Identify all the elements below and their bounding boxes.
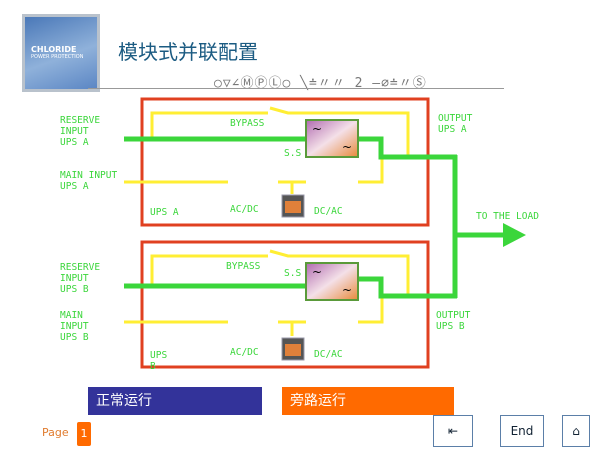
main-input-a-label: UPS A: [60, 181, 89, 192]
page-title: 模块式并联配置: [118, 40, 258, 64]
dcac-label-a: DC/AC: [314, 206, 343, 217]
bypass-switch-a: [269, 106, 410, 156]
normal-operation-button[interactable]: 正常运行: [88, 387, 262, 415]
load-arrow-icon: [503, 223, 526, 247]
logo-text: CHLORIDE: [31, 45, 77, 54]
reserve-input-b-label: UPS B: [60, 284, 89, 295]
inverter-out-b: [358, 296, 384, 324]
bypass-line-a: [150, 111, 268, 139]
logo-subtext: POWER PROTECTION: [31, 54, 84, 60]
ups-b-label: UPS: [150, 350, 167, 361]
acdc-label-b: AC/DC: [230, 347, 259, 358]
main-input-b-label: MAIN: [60, 310, 83, 321]
static-switch-a: [305, 119, 359, 158]
end-button[interactable]: End: [500, 415, 544, 447]
ups-a-frame: [140, 97, 430, 227]
back-button[interactable]: ⇤: [433, 415, 473, 447]
reserve-input-b-label: INPUT: [60, 273, 89, 284]
acdc-label-a: AC/DC: [230, 204, 259, 215]
bypass-label-a: BYPASS: [230, 118, 265, 129]
title-divider: [88, 88, 504, 89]
output-a-label: OUTPUT: [438, 113, 473, 124]
output-b-label: OUTPUT: [436, 310, 471, 321]
sine-icon: ~: [342, 140, 352, 154]
output-path-b: [358, 276, 457, 299]
ups-a-label: UPS A: [150, 207, 179, 218]
to-the-load-label: TO THE LOAD: [476, 211, 539, 222]
reserve-input-a-label: INPUT: [60, 126, 89, 137]
home-icon: ⌂: [572, 424, 580, 438]
ups-a-module: ~~: [124, 97, 457, 227]
main-input-b-label: INPUT: [60, 321, 89, 332]
page-subtitle: ○▽∠ⓂⓅⓁ○ ╲≐〃〃 2 —∅≐〃Ⓢ: [214, 76, 427, 91]
bypass-operation-button[interactable]: 旁路运行: [282, 387, 454, 415]
bypass-line-b: [150, 254, 268, 286]
ups-b-frame: [140, 240, 430, 369]
ss-label-a: S.S: [284, 148, 301, 159]
reserve-input-b-label: RESERVE: [60, 262, 100, 273]
page-label: Page: [42, 426, 69, 439]
reserve-input-a-label: RESERVE: [60, 115, 100, 126]
page-number: 1: [77, 422, 91, 446]
main-input-b-label: UPS B: [60, 332, 89, 343]
reserve-input-a-label: UPS A: [60, 137, 89, 148]
static-switch-b: [305, 262, 359, 301]
output-a-label: UPS A: [438, 124, 467, 135]
ups-b-module: ~~: [124, 240, 457, 369]
bypass-switch-b: [269, 249, 410, 296]
main-input-a-label: MAIN INPUT: [60, 170, 117, 181]
battery-cell: [285, 344, 301, 356]
output-b-label: UPS B: [436, 321, 465, 332]
dcac-label-b: DC/AC: [314, 349, 343, 360]
inverter-out-a: [358, 156, 384, 184]
battery-cell: [285, 201, 301, 213]
ss-label-b: S.S: [284, 268, 301, 279]
sine-icon: ~: [312, 265, 322, 279]
sine-icon: ~: [342, 283, 352, 297]
ups-b-label: B: [150, 361, 156, 372]
home-button[interactable]: ⌂: [562, 415, 590, 447]
bypass-label-b: BYPASS: [226, 261, 261, 272]
back-arrow-icon: ⇤: [447, 424, 459, 438]
output-path-a: [358, 136, 457, 160]
sine-icon: ~: [312, 122, 322, 136]
